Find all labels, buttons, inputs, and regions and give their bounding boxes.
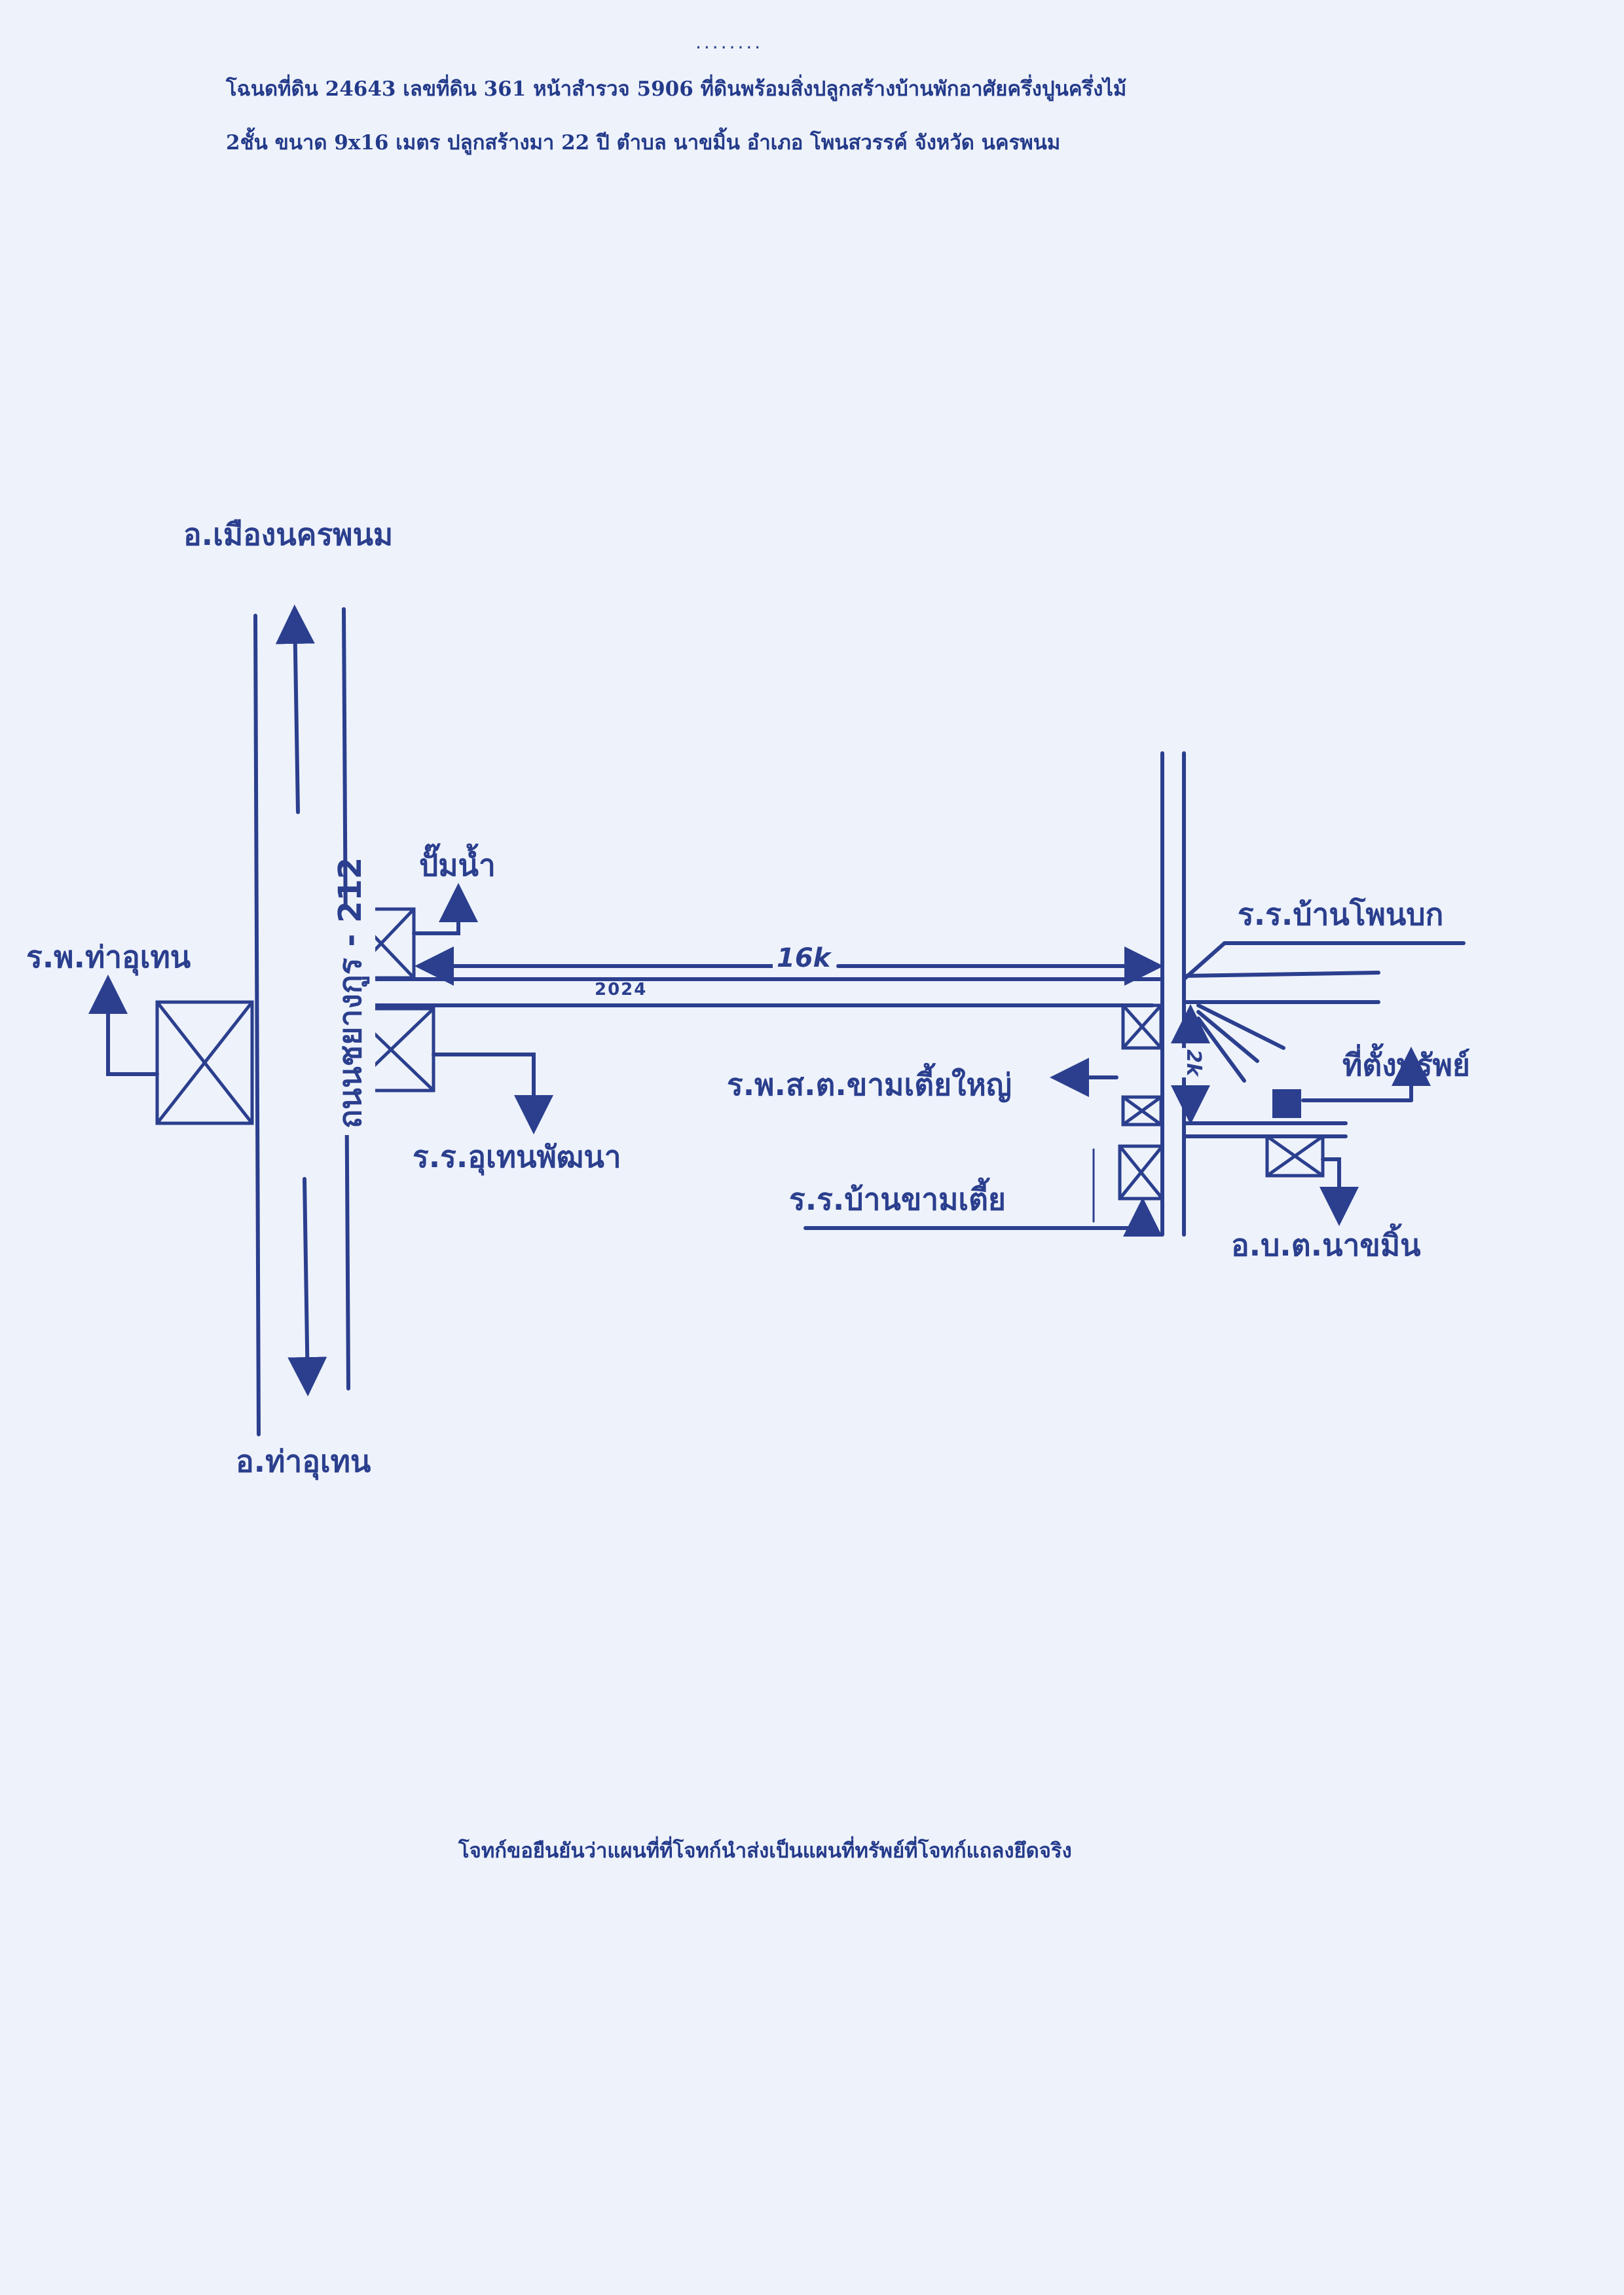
south-destination-label: อ.ท่าอุเทน (236, 1444, 371, 1479)
property-diagonal-1 (1196, 1003, 1285, 1050)
hospital-marker (155, 1000, 254, 1125)
health-center-label: ร.พ.ส.ต.ขามเตี้ยใหญ่ (727, 1067, 1012, 1102)
east-road-top (1182, 971, 1380, 978)
header-marks: ........ (695, 31, 764, 53)
highway-north-arrow (275, 605, 315, 814)
phonbok-leader (1182, 941, 1227, 981)
highway-label: ถนนชยางกูร - 212 (325, 857, 375, 1135)
distance-branch-label: 2k (1181, 1048, 1205, 1077)
school-khamtia-marker (1118, 1144, 1164, 1201)
tambon-office-label: อ.บ.ต.นาขมิ้น (1231, 1227, 1421, 1263)
highway-south-arrow (287, 1177, 327, 1396)
hospital-leader (88, 975, 159, 1076)
hospital-label: ร.พ.ท่าอุเทน (26, 939, 191, 975)
school-uthen-label: ร.ร.อุเทนพัฒนา (413, 1139, 621, 1174)
highway-left-edge (253, 614, 261, 1436)
school-khamtia-label: ร.ร.บ้านขามเตี้ย (789, 1182, 1006, 1217)
school-uthen-leader (432, 1053, 553, 1134)
property-label: ที่ตั้งทรัพย์ (1342, 1047, 1470, 1083)
gas-station-label: ปั๊มน้ำ (419, 848, 496, 883)
road-number-label: 2024 (595, 980, 648, 999)
property-diagonal-3 (1196, 1017, 1246, 1083)
north-destination-label: อ.เมืองนครพนม (183, 517, 394, 552)
tambon-office-leader (1320, 1157, 1359, 1226)
footer-statement: โจทก์ขอยืนยันว่าแผนที่ที่โจทก์นำส่งเป็นแ… (458, 1839, 1072, 1863)
health-center-marker (1121, 1095, 1163, 1127)
gas-station-leader (412, 883, 478, 935)
distance-main-label: 16k (773, 943, 835, 973)
tambon-office-marker (1265, 1134, 1325, 1178)
side-road-box-1 (1121, 1003, 1163, 1050)
header-line-2: 2ชั้น ขนาด 9x16 เมตร ปลูกสร้างมา 22 ปี ต… (226, 131, 1061, 155)
school-phonbok-label: ร.ร.บ้านโพนบก (1238, 897, 1444, 932)
property-marker (1272, 1089, 1301, 1118)
header-line-1: โฉนดที่ดิน 24643 เลขที่ดิน 361 หน้าสำรวจ… (226, 77, 1127, 101)
school-khamtia-leader (803, 1197, 1162, 1237)
